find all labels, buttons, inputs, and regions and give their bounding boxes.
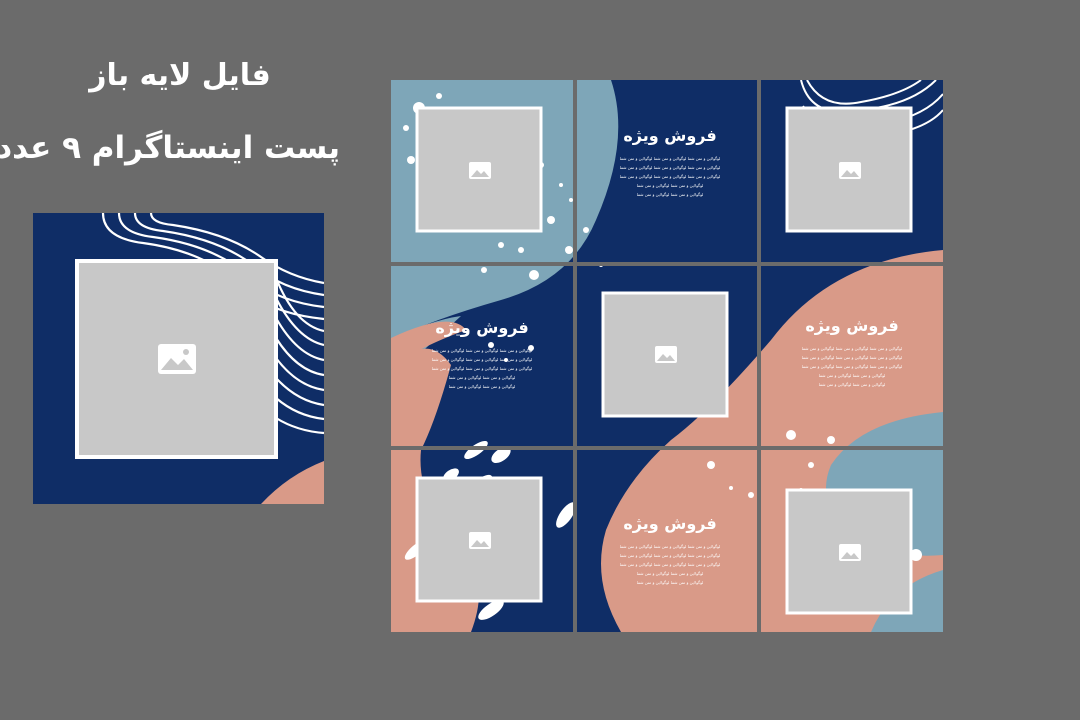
body-line: لوگولاین و متن شما لوگولاین و متن شما لو… xyxy=(619,165,721,170)
body-line: لوگولاین و متن شما لوگولاین و متن شما لو… xyxy=(619,544,721,549)
sale-title: فروش ویژه xyxy=(623,514,717,533)
body-line: لوگولاین و متن شما لوگولاین و متن شما xyxy=(636,192,704,197)
body-line: لوگولاین و متن شما لوگولاین و متن شما xyxy=(636,571,704,576)
grid-gutter-horizontal-1 xyxy=(391,262,943,266)
preview-peach-shape xyxy=(261,461,324,504)
image-icon-mountains xyxy=(471,170,859,559)
body-line: لوگولاین و متن شما لوگولاین و متن شما xyxy=(818,373,886,378)
grid-cell-8-text: فروش ویژه لوگولاین و متن شما لوگولاین و … xyxy=(585,514,755,587)
grid-artwork xyxy=(391,80,943,632)
single-post-preview xyxy=(33,213,324,504)
body-line: لوگولاین و متن شما لوگولاین و متن شما لو… xyxy=(801,355,903,360)
grid-gutter-vertical-2 xyxy=(757,80,761,632)
sale-title: فروش ویژه xyxy=(623,126,717,145)
grid-cell-6-text: فروش ویژه لوگولاین و متن شما لوگولاین و … xyxy=(767,316,937,389)
heading-line-1: فایل لایه باز xyxy=(89,58,271,93)
image-icon xyxy=(158,344,196,374)
instagram-grid-3x3: فروش ویژه لوگولاین و متن شما لوگولاین و … xyxy=(391,80,943,632)
body-line: لوگولاین و متن شما لوگولاین و متن شما xyxy=(636,580,704,585)
body-line: لوگولاین و متن شما لوگولاین و متن شما لو… xyxy=(619,553,721,558)
sale-title: فروش ویژه xyxy=(435,318,529,337)
body-line: لوگولاین و متن شما لوگولاین و متن شما xyxy=(636,183,704,188)
body-line: لوگولاین و متن شما لوگولاین و متن شما لو… xyxy=(801,364,903,369)
body-line: لوگولاین و متن شما لوگولاین و متن شما لو… xyxy=(431,366,533,371)
grid-cell-2-text: فروش ویژه لوگولاین و متن شما لوگولاین و … xyxy=(585,126,755,199)
body-line: لوگولاین و متن شما لوگولاین و متن شما xyxy=(448,384,516,389)
preview-artwork xyxy=(33,213,324,504)
body-line: لوگولاین و متن شما لوگولاین و متن شما لو… xyxy=(431,348,533,353)
grid-gutter-vertical-1 xyxy=(573,80,577,632)
body-line: لوگولاین و متن شما لوگولاین و متن شما xyxy=(448,375,516,380)
body-line: لوگولاین و متن شما لوگولاین و متن شما لو… xyxy=(619,156,721,161)
body-line: لوگولاین و متن شما لوگولاین و متن شما لو… xyxy=(619,562,721,567)
sale-title: فروش ویژه xyxy=(805,316,899,335)
body-line: لوگولاین و متن شما لوگولاین و متن شما لو… xyxy=(431,357,533,362)
body-line: لوگولاین و متن شما لوگولاین و متن شما لو… xyxy=(801,346,903,351)
heading-line-2: پست اینستاگرام ۹ عددی xyxy=(0,130,340,166)
grid-gutter-horizontal-2 xyxy=(391,446,943,450)
body-line: لوگولاین و متن شما لوگولاین و متن شما xyxy=(818,382,886,387)
peach-sliver xyxy=(391,321,466,370)
grid-cell-4-text: فروش ویژه لوگولاین و متن شما لوگولاین و … xyxy=(397,318,567,391)
body-line: لوگولاین و متن شما لوگولاین و متن شما لو… xyxy=(619,174,721,179)
